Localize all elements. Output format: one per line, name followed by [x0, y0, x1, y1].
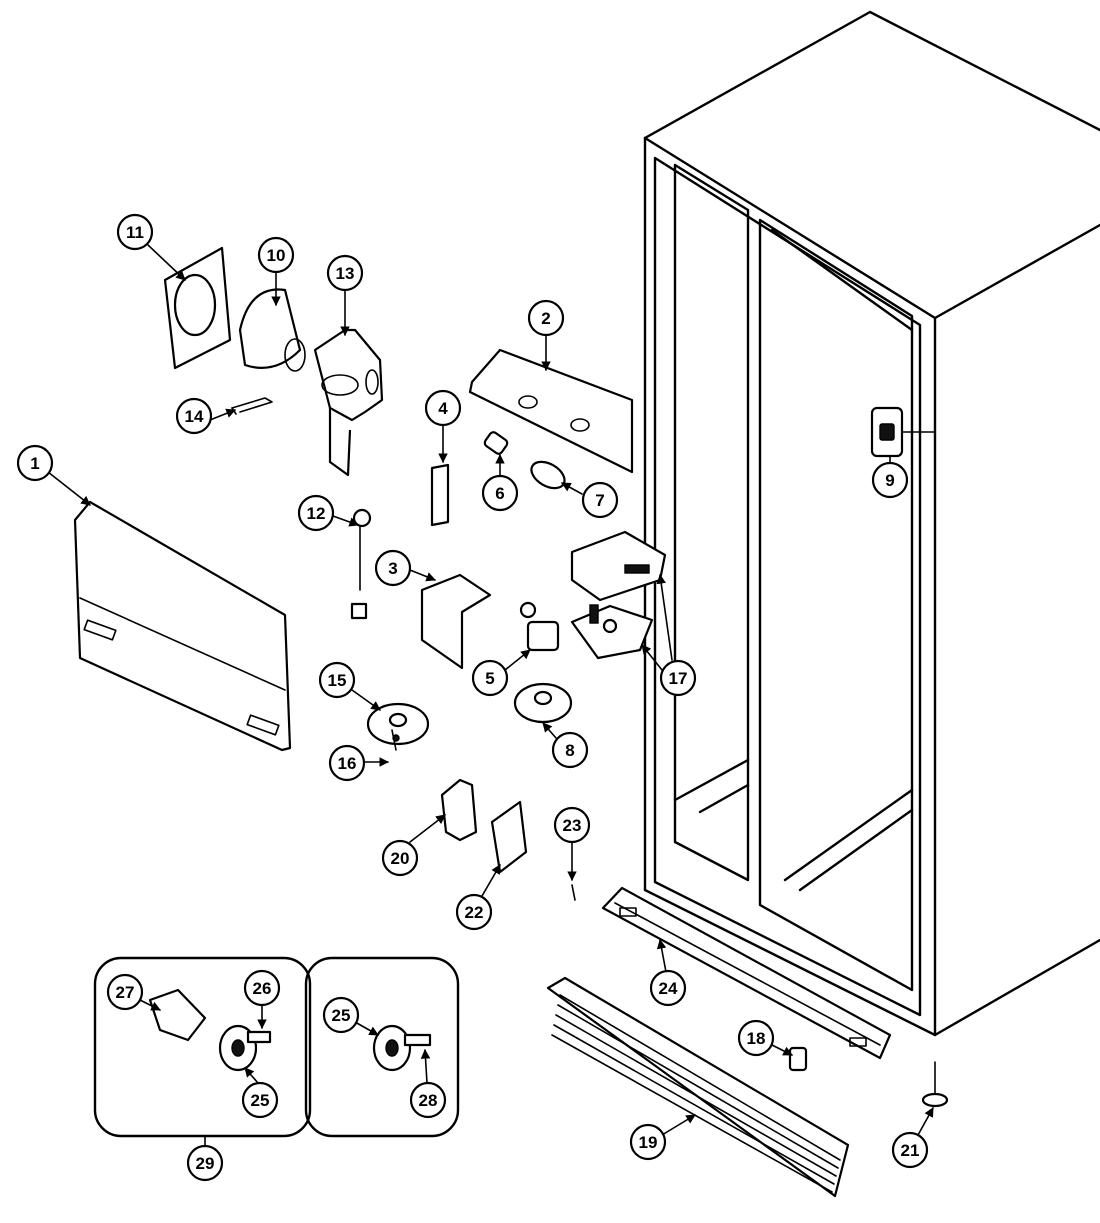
light-cover-part	[238, 288, 306, 372]
damper-8-part	[513, 682, 573, 724]
switch-part	[870, 406, 904, 458]
roller-25b-part	[372, 1024, 412, 1072]
callout-12-label: 12	[307, 504, 326, 523]
sensor-wire-part	[350, 508, 372, 620]
clip-part	[788, 1046, 808, 1072]
callout-24-label: 24	[659, 979, 678, 998]
callout-12: 12	[297, 494, 359, 532]
bottom-bracket-part	[601, 886, 892, 1060]
callout-23-label: 23	[563, 816, 582, 835]
control-box-part	[420, 573, 492, 670]
callout-29-label: 29	[196, 1154, 215, 1173]
callout-28: 28	[409, 1049, 447, 1119]
callout-25a-label: 25	[251, 1091, 270, 1110]
callout-22-label: 22	[465, 903, 484, 922]
light-bracket-part	[468, 348, 634, 474]
callout-17-label: 17	[669, 669, 688, 688]
axle-26-part	[246, 1030, 272, 1044]
leveling-leg-part	[921, 1061, 949, 1108]
socket-part	[483, 431, 509, 455]
callout-11: 11	[116, 213, 186, 281]
callout-6: 6	[481, 454, 519, 512]
callout-8-label: 8	[565, 741, 574, 760]
callout-1-label: 1	[30, 454, 39, 473]
plate-part	[490, 800, 528, 874]
callout-2-label: 2	[541, 309, 550, 328]
callout-25b-label: 25	[332, 1006, 351, 1025]
callout-9-label: 9	[885, 471, 894, 490]
callout-17: 17	[641, 574, 697, 697]
callout-16-label: 16	[338, 754, 357, 773]
housing-11-part	[163, 246, 232, 370]
callout-9: 9	[871, 431, 936, 499]
callout-21-label: 21	[901, 1141, 920, 1160]
callout-27: 27	[106, 973, 161, 1011]
callout-3: 3	[374, 549, 436, 587]
callout-7-label: 7	[595, 491, 604, 510]
bulb-part	[530, 460, 566, 490]
callout-21: 21	[891, 1107, 934, 1169]
callout-18: 18	[737, 1019, 793, 1057]
callout-4: 4	[424, 389, 462, 463]
callout-23: 23	[553, 806, 591, 881]
callout-15-label: 15	[328, 671, 347, 690]
screw-23-part	[571, 884, 576, 901]
roller-kit-box	[93, 956, 460, 1138]
screw-16-part	[391, 729, 400, 751]
callout-4-label: 4	[438, 399, 448, 418]
axle-28-part	[403, 1033, 432, 1047]
callout-14-label: 14	[185, 407, 204, 426]
callout-6-label: 6	[495, 484, 504, 503]
callout-25a: 25	[241, 1067, 279, 1119]
control-board-part	[570, 530, 667, 602]
callout-26: 26	[243, 969, 281, 1029]
callout-20: 20	[381, 814, 446, 877]
callout-28-label: 28	[419, 1091, 438, 1110]
callout-24: 24	[649, 939, 687, 1007]
callout-5-label: 5	[485, 669, 494, 688]
callout-13: 13	[326, 254, 364, 336]
control-base-part	[570, 604, 654, 660]
callout-27-label: 27	[116, 983, 135, 1002]
fan-housing-part	[313, 328, 384, 477]
front-panel-part	[73, 500, 292, 752]
thermostat-part	[519, 601, 560, 652]
callout-11-label: 11	[126, 223, 144, 242]
callout-2: 2	[527, 299, 565, 371]
callout-25b: 25	[322, 996, 379, 1036]
callout-18-label: 18	[747, 1029, 766, 1048]
refrigerator-cabinet	[643, 10, 1100, 1037]
callout-22: 22	[455, 864, 501, 931]
callout-10: 10	[257, 236, 295, 306]
duct-part	[440, 778, 478, 842]
grille-part	[546, 976, 850, 1198]
strip-part	[430, 463, 450, 527]
callout-7: 7	[561, 481, 619, 519]
callout-5: 5	[471, 649, 531, 697]
callout-13-label: 13	[336, 264, 355, 283]
callout-10-label: 10	[267, 246, 286, 265]
callout-3-label: 3	[388, 559, 397, 578]
callout-8: 8	[542, 722, 589, 769]
callout-15: 15	[318, 661, 381, 711]
callout-1: 1	[16, 444, 91, 506]
spring-clip-part	[231, 397, 273, 415]
callout-20-label: 20	[391, 849, 410, 868]
callout-29: 29	[186, 1135, 224, 1182]
callout-14: 14	[175, 397, 236, 435]
callout-26-label: 26	[253, 979, 272, 998]
roller-bracket-part	[148, 988, 207, 1042]
callout-19-label: 19	[639, 1133, 658, 1152]
damper-15-part	[366, 702, 430, 746]
callout-16: 16	[328, 744, 389, 782]
callout-19: 19	[629, 1114, 696, 1161]
